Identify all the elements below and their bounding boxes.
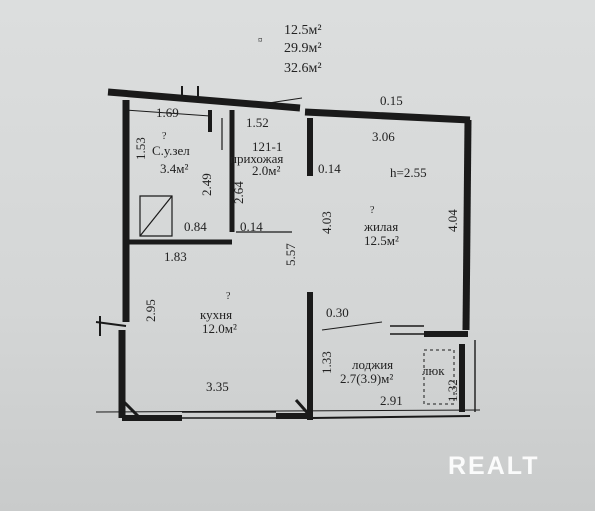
window-bottom [182, 411, 276, 419]
living-name: жилая [364, 219, 399, 234]
dim-1-33: 1.33 [319, 351, 334, 374]
dim-2-95: 2.95 [143, 299, 158, 322]
living-area: 12.5м² [364, 233, 399, 248]
dim-0-84: 0.84 [184, 219, 207, 234]
dim-0-14-a: 0.14 [318, 161, 341, 176]
loggia-hatch: люк [422, 363, 445, 378]
dim-1-69: 1.69 [156, 105, 179, 120]
bathroom-corner [125, 109, 211, 117]
dim-0-15: 0.15 [380, 93, 403, 108]
dim-1-32: 1.32 [445, 379, 460, 402]
bathroom-code: ? [162, 131, 167, 142]
dim-2-91: 2.91 [380, 393, 403, 408]
balcony-rail [311, 415, 471, 419]
baseline-bottom [95, 409, 481, 413]
dim-0-14-b: 0.14 [240, 219, 263, 234]
hall-number: 121-1 [252, 139, 283, 154]
dim-3-06: 3.06 [372, 129, 395, 144]
loggia-door [390, 325, 424, 335]
dim-1-52: 1.52 [246, 115, 269, 130]
dim-2-64: 2.64 [231, 181, 246, 204]
stairs-box [139, 195, 173, 237]
living-height: h=2.55 [390, 165, 427, 180]
wall-top-right [304, 108, 471, 124]
dim-0-30: 0.30 [326, 305, 349, 320]
living-area-total: 12.5м² [284, 23, 322, 38]
pointer-030 [321, 321, 383, 331]
kitchen-name: кухня [200, 307, 233, 322]
wall-right [462, 119, 472, 331]
loggia-area: 2.7(3.9)м² [340, 371, 394, 386]
hall-area: 2.0м² [252, 163, 281, 178]
pointer-top [261, 97, 303, 105]
wall-top-left [107, 88, 301, 112]
dim-4-04: 4.04 [445, 209, 460, 232]
hatch-box [423, 349, 455, 405]
total-area: 29.9м² [284, 41, 322, 56]
dim-1-83: 1.83 [164, 249, 187, 264]
chimney-left [181, 86, 199, 100]
bathroom-name: С.у.зел [152, 143, 190, 158]
hall-name: прихожая [230, 151, 284, 166]
kitchen-corner-left [120, 398, 142, 420]
loggia-name: лоджия [352, 357, 394, 372]
living-code: ? [370, 205, 375, 216]
kitchen-code: ? [226, 291, 231, 302]
dim-3-35: 3.35 [206, 379, 229, 394]
dim-4-03: 4.03 [319, 211, 334, 234]
dim-5-57: 5.57 [283, 243, 298, 266]
stairs-diagonal [139, 195, 173, 237]
bathroom-area: 3.4м² [160, 161, 189, 176]
dim-1-53: 1.53 [133, 137, 148, 160]
total-area-with-loggia: 32.6м² [284, 61, 322, 76]
kitchen-corner-right [294, 399, 314, 419]
kitchen-area: 12.0м² [202, 321, 237, 336]
dim-2-49: 2.49 [199, 173, 214, 196]
realt-watermark-logo: REALT [448, 452, 540, 480]
summary-mark: ¤ [258, 35, 263, 45]
